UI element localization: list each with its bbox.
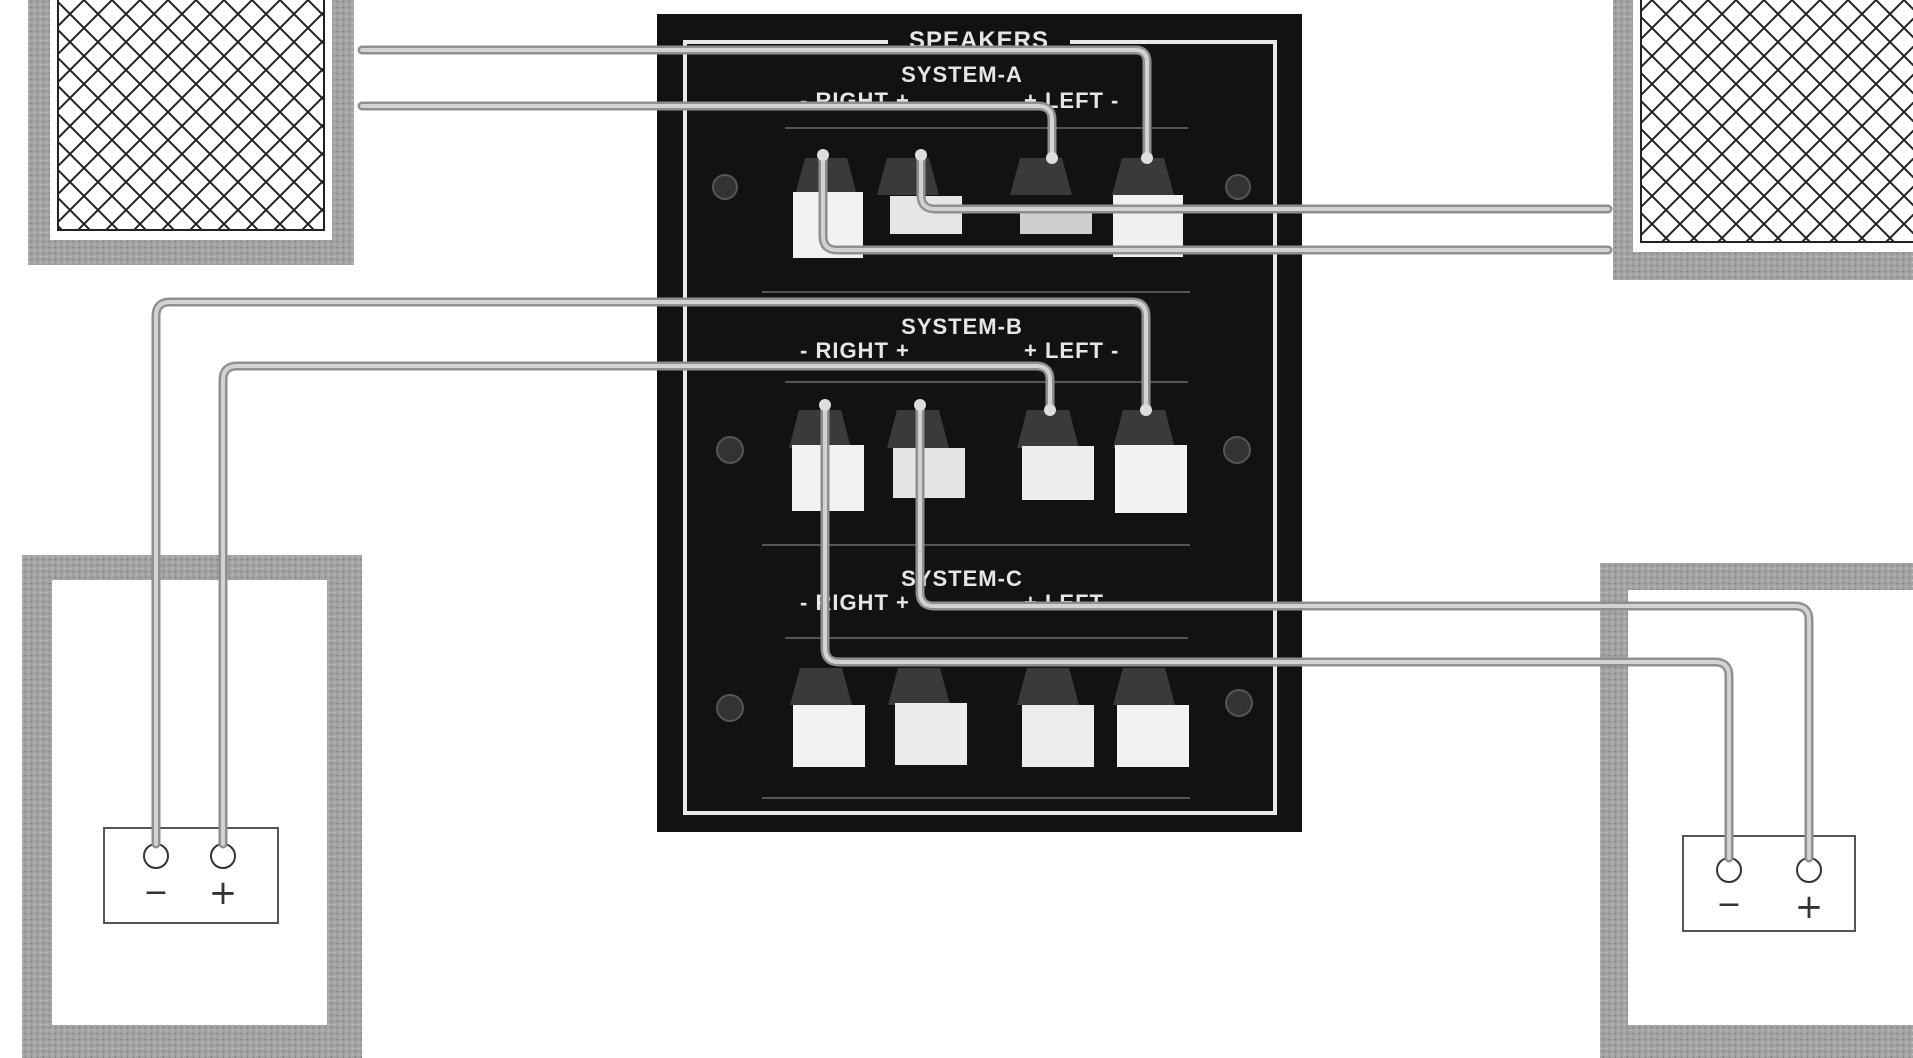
wire-system-b-right-minus-to-right-minus-terminal [819,399,1734,863]
left-minus-label: − [143,875,168,910]
top-right-speaker-grille [1613,0,1913,280]
system-c-left-minus-clip[interactable] [1117,705,1189,767]
left-terminal-block: − + [103,827,279,924]
wire-system-a-left-minus-to-top-left-speaker [357,45,1153,164]
system-c-right-label: - RIGHT + [800,590,910,615]
system-c-screw-right [1225,689,1253,717]
system-b-left-label: + LEFT - [1024,338,1119,363]
right-terminal-block: − + [1682,835,1856,932]
system-b-screw-left [716,436,744,464]
wire-system-a-left-plus-to-top-left-speaker [357,101,1058,164]
system-b-left-plus-clip[interactable] [1022,446,1094,500]
bottom-left-speaker-enclosure [22,555,362,1058]
system-b-right-plus-clip[interactable] [893,448,965,498]
system-c-left-plus-clip[interactable] [1022,705,1094,767]
system-c-right-minus-clip[interactable] [793,705,865,767]
top-left-speaker-grille [28,0,354,265]
system-a-screw-right [1225,174,1251,200]
system-a-screw-left [712,174,738,200]
bottom-right-speaker-enclosure [1600,563,1913,1058]
speaker-switch-panel: SPEAKERS SYSTEM-A - RIGHT + + LEFT - SYS… [657,14,1302,832]
system-c-screw-left [716,694,744,722]
system-c-section: SYSTEM-C - RIGHT + + LEFT - [716,566,1253,799]
wire-system-b-left-plus-to-left-plus-terminal [218,361,1056,849]
left-plus-label: + [209,873,238,913]
system-b-left-minus-clip[interactable] [1115,445,1187,513]
wire-system-b-left-minus-to-left-minus-terminal [151,297,1152,849]
system-c-right-plus-clip[interactable] [895,703,967,765]
right-plus-label: + [1795,887,1824,927]
system-a-name: SYSTEM-A [901,62,1023,87]
system-b-right-label: - RIGHT + [800,338,910,363]
wire-system-a-right-plus-to-top-right-speaker [915,149,1613,214]
wire-system-a-right-minus-to-top-right-speaker [817,149,1613,255]
system-a-left-plus-clip[interactable] [1020,210,1092,234]
right-minus-label: − [1716,887,1741,922]
wire-system-b-right-plus-to-right-plus-terminal [914,399,1814,863]
system-b-name: SYSTEM-B [901,314,1023,339]
system-b-screw-right [1223,436,1251,464]
